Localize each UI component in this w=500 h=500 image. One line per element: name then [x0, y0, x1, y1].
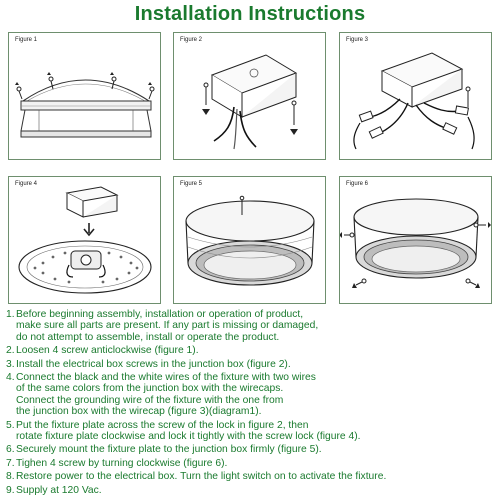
figure-2-label: Figure 2 — [180, 37, 203, 43]
page-title: Installation Instructions — [134, 3, 366, 25]
step-number: 5. — [6, 419, 15, 431]
figure-5-label: Figure 5 — [180, 181, 203, 187]
step-item: 4.Connect the black and the white wires … — [6, 372, 498, 418]
figure-2-illustration — [202, 54, 298, 150]
figure-4-illustration — [18, 186, 152, 294]
step-item: 1.Before beginning assembly, installatio… — [6, 309, 498, 343]
figure-5-illustration — [185, 195, 315, 286]
figure-1-panel: Figure 1 — [8, 32, 161, 160]
step-text: Restore power to the electrical box. Tur… — [16, 471, 387, 483]
step-text: Before beginning assembly, installation … — [16, 309, 319, 343]
step-number: 3. — [6, 358, 15, 370]
step-text: Loosen 4 screw anticlockwise (figure 1). — [16, 345, 199, 357]
step-item: 2.Loosen 4 screw anticlockwise (figure 1… — [6, 345, 498, 356]
step-number: 1. — [6, 309, 15, 320]
step-number: 4. — [6, 372, 15, 384]
figure-4-label: Figure 4 — [15, 181, 38, 187]
step-number: 9. — [6, 484, 15, 496]
figure-6-label: Figure 6 — [346, 181, 369, 187]
step-text: Supply at 120 Vac. — [16, 484, 102, 496]
instruction-steps: 1.Before beginning assembly, installatio… — [6, 309, 498, 498]
figure-1-illustration — [15, 72, 155, 138]
step-item: 8.Restore power to the electrical box. T… — [6, 471, 498, 482]
step-number: 8. — [6, 471, 15, 483]
step-item: 6.Securely mount the fixture plate to th… — [6, 444, 498, 455]
figure-4-panel: Figure 4 — [8, 176, 161, 304]
step-text: Tighen 4 screw by turning clockwise (fig… — [16, 457, 228, 469]
step-text: Securely mount the fixture plate to the … — [16, 444, 322, 456]
step-item: 3.Install the electrical box screws in t… — [6, 359, 498, 370]
step-item: 5.Put the fixture plate across the screw… — [6, 420, 498, 443]
figure-3-panel: Figure 3 — [339, 32, 492, 160]
figure-2-panel: Figure 2 — [173, 32, 326, 160]
figure-3-label: Figure 3 — [346, 37, 369, 43]
step-item: 7.Tighen 4 screw by turning clockwise (f… — [6, 458, 498, 469]
figure-1-label: Figure 1 — [15, 37, 38, 43]
step-number: 2. — [6, 345, 15, 357]
figure-3-illustration — [353, 52, 475, 150]
step-text: Install the electrical box screws in the… — [16, 358, 291, 370]
figure-6-panel: Figure 6 — [339, 176, 492, 304]
step-number: 7. — [6, 457, 15, 469]
figure-5-panel: Figure 5 — [173, 176, 326, 304]
step-number: 6. — [6, 444, 15, 456]
step-text: Connect the black and the white wires of… — [16, 372, 316, 418]
step-item: 9.Supply at 120 Vac. — [6, 485, 498, 496]
figure-6-illustration — [340, 198, 491, 288]
step-text: Put the fixture plate across the screw o… — [16, 419, 361, 443]
